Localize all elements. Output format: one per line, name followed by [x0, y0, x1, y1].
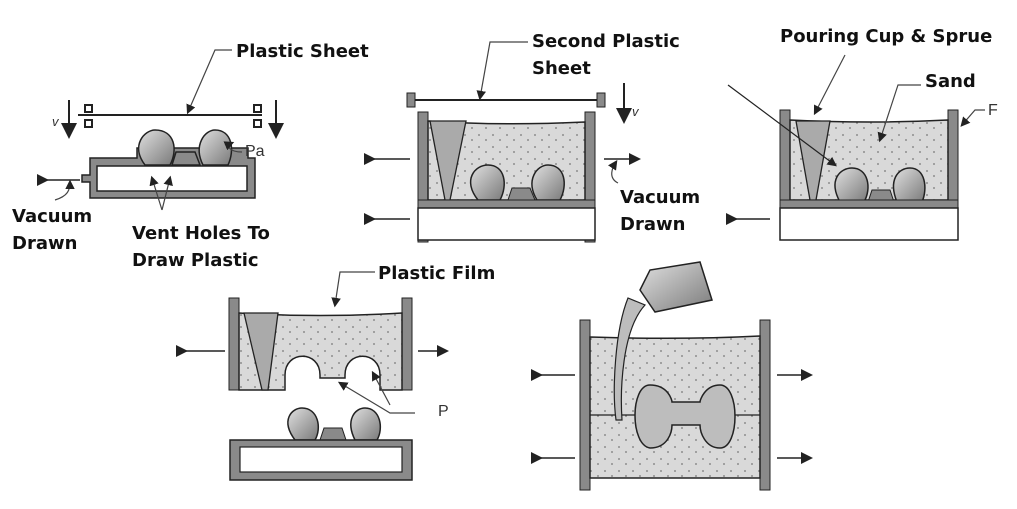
label-v1: v [52, 114, 59, 129]
step-1-pattern-plate [37, 100, 284, 199]
label-f: F [988, 102, 998, 119]
label-vent-holes-a: Vent Holes To [132, 223, 270, 244]
label-pouring-cup-sprue: Pouring Cup & Sprue [780, 26, 993, 47]
label-sand: Sand [925, 71, 976, 92]
label-vent-holes-b: Draw Plastic [132, 250, 259, 271]
label-v2: v [632, 104, 639, 119]
label-second-plastic-sheet-2: Sheet [532, 58, 591, 79]
step-3-flask-with-sprue [726, 84, 959, 241]
label-vacuum-drawn-2b: Drawn [620, 214, 686, 235]
label-second-plastic-sheet-1: Second Plastic [532, 31, 680, 52]
label-vacuum-drawn-2a: Vacuum [620, 187, 701, 208]
label-plastic-film: Plastic Film [378, 263, 496, 284]
label-vacuum-drawn-1a: Vacuum [12, 206, 93, 227]
label-vacuum-drawn-1b: Drawn [12, 233, 78, 254]
label-plastic-sheet: Plastic Sheet [236, 41, 369, 62]
label-pa: Pa [245, 143, 265, 160]
label-p: P [438, 403, 449, 420]
step-4-mold-separated [176, 297, 449, 481]
step-5-pouring [531, 261, 813, 491]
leader-lines [54, 41, 985, 414]
step-2-flask-fill [364, 83, 641, 243]
